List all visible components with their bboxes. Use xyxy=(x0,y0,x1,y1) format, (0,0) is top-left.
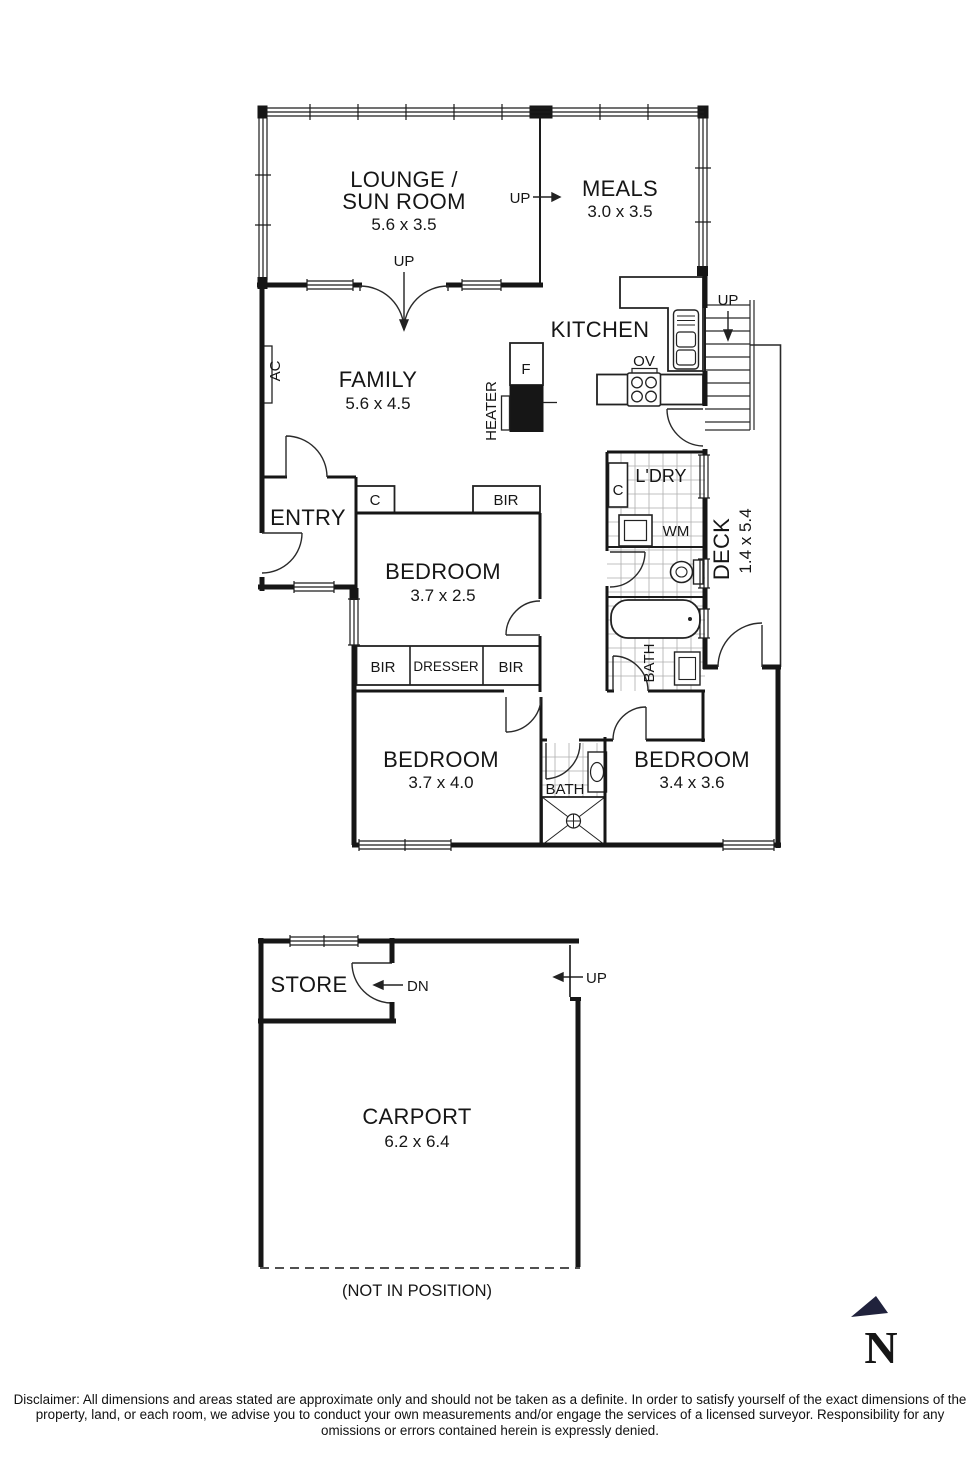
wm-label: WM xyxy=(663,523,690,540)
room-label-kitchen: KITCHEN xyxy=(551,317,650,342)
room-label-store: STORE xyxy=(271,972,348,997)
north-compass: N xyxy=(851,1296,898,1373)
bath2-label: BATH xyxy=(546,781,585,798)
room-label-family: FAMILY xyxy=(339,367,417,392)
room-label-deck: DECK xyxy=(709,518,734,580)
door-bedroom3 xyxy=(612,706,647,741)
bath1-label: BATH xyxy=(641,644,658,683)
bir-right-label: BIR xyxy=(498,659,523,676)
door-entry-family xyxy=(285,435,328,478)
interior-walls-thin xyxy=(539,117,706,598)
disclaimer-text: Disclaimer: All dimensions and areas sta… xyxy=(13,1392,967,1438)
windows xyxy=(255,104,775,947)
door-front xyxy=(261,532,303,574)
door-bedroom2 xyxy=(505,696,542,733)
heater-label: HEATER xyxy=(483,381,500,441)
ov-label: OV xyxy=(633,353,655,370)
compass-n-label: N xyxy=(864,1322,897,1373)
door-wc xyxy=(609,551,646,588)
up-arrow-lounge-door xyxy=(398,272,410,332)
shower-icon xyxy=(541,796,606,846)
room-label-lounge-line2: SUN ROOM xyxy=(342,189,465,214)
room-dims-bedroom2: 3.7 x 4.0 xyxy=(408,773,473,792)
door-bedroom1 xyxy=(505,600,541,636)
room-label-bedroom1: BEDROOM xyxy=(385,559,501,584)
ac-label: AC xyxy=(267,360,284,381)
room-label-entry: ENTRY xyxy=(270,505,346,530)
room-label-lounge-line1: LOUNGE / xyxy=(350,167,458,192)
door-bath1 xyxy=(612,655,649,692)
room-label-laundry: L'DRY xyxy=(635,466,686,486)
fixtures xyxy=(261,276,704,846)
robe-row xyxy=(355,645,541,686)
room-dims-bedroom1: 3.7 x 2.5 xyxy=(410,586,475,605)
laundry-c-label: C xyxy=(613,482,624,499)
up-label-lounge-door: UP xyxy=(394,253,415,270)
stairs-upper xyxy=(705,300,755,431)
dn-arrow-store xyxy=(372,979,403,991)
up-arrow-stairs xyxy=(722,311,734,342)
closet-bir-label: BIR xyxy=(493,492,518,509)
door-deck xyxy=(717,622,763,668)
direction-arrows xyxy=(372,191,734,991)
deck-edge xyxy=(750,344,782,667)
up-label-carport: UP xyxy=(586,970,607,987)
room-label-meals: MEALS xyxy=(582,176,658,201)
door-bath2 xyxy=(545,742,581,780)
heater-icon xyxy=(500,342,557,432)
up-label-stairs: UP xyxy=(718,292,739,309)
room-label-bedroom3: BEDROOM xyxy=(634,747,750,772)
room-label-carport: CARPORT xyxy=(362,1104,471,1129)
bathtub-icon xyxy=(610,599,701,639)
not-in-position-note: (NOT IN POSITION) xyxy=(342,1282,492,1300)
room-dims-bedroom3: 3.4 x 3.6 xyxy=(659,773,724,792)
toilet-cistern xyxy=(692,559,704,585)
up-arrow-carport xyxy=(552,971,583,983)
north-arrow-icon xyxy=(851,1296,888,1317)
door-lounge-double xyxy=(359,285,449,331)
exterior-walls xyxy=(257,272,781,848)
room-dims-family: 5.6 x 4.5 xyxy=(345,394,410,413)
door-store xyxy=(351,962,393,1004)
room-dims-carport: 6.2 x 6.4 xyxy=(384,1132,449,1151)
dresser-label: DRESSER xyxy=(413,659,479,674)
doors xyxy=(261,285,763,1004)
room-label-bedroom2: BEDROOM xyxy=(383,747,499,772)
room-dims-deck: 1.4 x 5.4 xyxy=(736,508,755,573)
dn-label: DN xyxy=(407,978,429,995)
up-arrow-meals xyxy=(533,191,562,203)
sink-icon xyxy=(672,309,700,370)
up-label-meals: UP xyxy=(510,190,531,207)
closet-c-label: C xyxy=(370,492,381,509)
bir-left-label: BIR xyxy=(370,659,395,676)
interior-walls xyxy=(262,450,705,846)
stove-icon xyxy=(626,372,662,407)
room-dims-meals: 3.0 x 3.5 xyxy=(587,202,652,221)
carport-walls xyxy=(258,938,581,1269)
room-dims-lounge: 5.6 x 3.5 xyxy=(371,215,436,234)
door-back xyxy=(666,408,704,447)
f-label: F xyxy=(521,361,530,378)
